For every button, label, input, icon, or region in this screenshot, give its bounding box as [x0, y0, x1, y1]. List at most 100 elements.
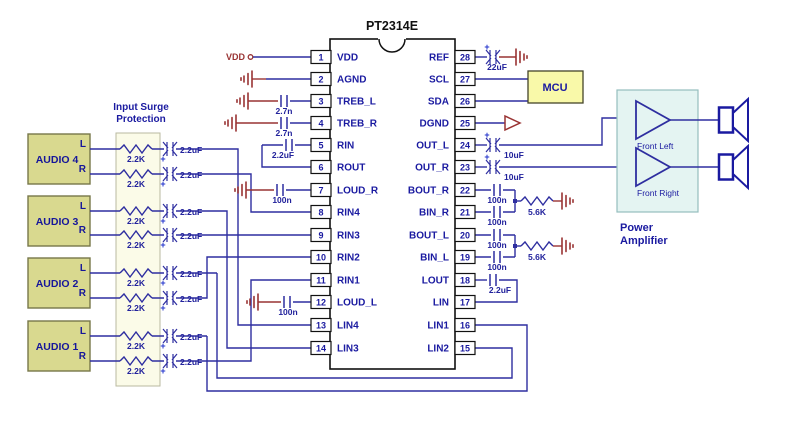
audio2-r: R: [79, 288, 87, 299]
left-pin-labels: VDD AGND TREB_L TREB_R RIN ROUT LOUD_R R…: [337, 53, 379, 355]
pin-label: LOUT: [422, 276, 449, 287]
cap-value: 22uF: [487, 62, 507, 72]
cap-value: 2.2uF: [180, 231, 202, 241]
surge-protection-zone: Input Surge Protection: [113, 102, 169, 387]
pin-number: 28: [460, 53, 470, 63]
audio2-label: AUDIO 2: [36, 278, 79, 290]
pin-label: BOUT_R: [408, 186, 450, 197]
cap-value: 100n: [272, 195, 291, 205]
resistor: [520, 241, 554, 251]
pin-number: 15: [460, 344, 470, 354]
cap-plus: +: [160, 366, 165, 376]
cap-plus: +: [484, 130, 489, 140]
wire: [90, 256, 311, 299]
cap-value: 2.7n: [275, 128, 292, 138]
resistor-value: 2.2K: [127, 240, 146, 250]
left-ic-components: VDD 2.7n 2.7n 2.2uF 100n 100n: [224, 52, 311, 317]
left-pin-boxes: [310, 49, 332, 356]
right-pin-numbers: 28 27 26 25 24 23 22 21 20 19 18 17 16 1…: [460, 53, 470, 354]
ground-icon: [246, 293, 259, 311]
audio3-box: [27, 195, 91, 247]
cap-plus: +: [484, 42, 489, 52]
ground-icon: [224, 114, 237, 132]
pin-number: 7: [318, 186, 323, 196]
wire: [90, 279, 311, 362]
pin-label: VDD: [337, 53, 358, 64]
cap-value: 2.2uF: [180, 145, 202, 155]
resistor-value: 2.2K: [127, 303, 146, 313]
audio3-label: AUDIO 3: [36, 216, 79, 228]
cap-value: 2.2uF: [180, 269, 202, 279]
pin-label: LOUD_L: [337, 298, 377, 309]
pin-number: 4: [318, 119, 323, 129]
audio1-box: [27, 320, 91, 372]
dgnd-icon: [504, 114, 522, 132]
resistor-value: 2.2K: [127, 216, 146, 226]
pin-number: 14: [316, 344, 326, 354]
pin-number: 8: [318, 208, 323, 218]
pin-label: BIN_L: [420, 253, 449, 264]
wire: [475, 78, 528, 102]
wire: [90, 210, 311, 349]
cap-plus: +: [160, 179, 165, 189]
pin-label: SDA: [428, 97, 449, 108]
pin-number: 25: [460, 119, 470, 129]
pin-label: LIN: [433, 298, 449, 309]
pin-number: 18: [460, 276, 470, 286]
pin-number: 5: [318, 141, 323, 151]
resistor: [520, 196, 554, 206]
pin-number: 9: [318, 231, 323, 241]
cap-value: 10uF: [504, 150, 524, 160]
pin-label: TREB_R: [337, 119, 378, 130]
speaker-icon: [717, 97, 750, 143]
ground-icon: [236, 92, 249, 110]
power-amplifier: Front Left Front Right Power Amplifier: [616, 89, 750, 247]
wire: [90, 148, 311, 326]
capacitor-icon: [485, 137, 501, 153]
resistor-value: 5.6K: [528, 207, 547, 217]
cap-plus: +: [160, 341, 165, 351]
ground-icon: [561, 192, 574, 210]
front-left-label: Front Left: [637, 141, 674, 151]
pin-label: REF: [429, 53, 449, 64]
vdd-terminal-icon: [247, 54, 254, 60]
pin-number: 1: [318, 53, 323, 63]
cap-value: 2.2uF: [180, 332, 202, 342]
ic-title: PT2314E: [366, 19, 418, 33]
pin-number: 27: [460, 75, 470, 85]
cap-value: 100n: [487, 195, 506, 205]
right-pin-labels: REF SCL SDA DGND OUT_L OUT_R BOUT_R BIN_…: [408, 53, 450, 355]
ground-icon: [561, 237, 574, 255]
surge-title-line2: Protection: [116, 114, 165, 125]
ground-icon: [515, 48, 528, 66]
amp-left-triangle-icon: [635, 99, 672, 141]
pin-label: LIN2: [427, 344, 449, 355]
pin-label: TREB_L: [337, 97, 376, 108]
surge-band: [115, 132, 161, 387]
audio1-l: L: [80, 326, 86, 337]
cap-value: 2.2uF: [180, 357, 202, 367]
pin-number: 10: [316, 253, 326, 263]
surge-title-line1: Input Surge: [113, 102, 169, 113]
pin-label: RIN4: [337, 208, 360, 219]
wire: [475, 189, 516, 213]
ic-body: [329, 38, 456, 370]
wire-lin1-loop: [206, 324, 528, 392]
resistor-value: 2.2K: [127, 154, 146, 164]
audio4-l: L: [80, 139, 86, 150]
left-pin-numbers: 1 2 3 4 5 6 7 8 9 10 11 12 13 14: [316, 53, 326, 354]
cap-plus: +: [160, 303, 165, 313]
pin-label: RIN1: [337, 276, 360, 287]
resistor-value: 5.6K: [528, 252, 547, 262]
pin-label: BIN_R: [419, 208, 450, 219]
pin-label: RIN2: [337, 253, 360, 264]
vdd-label: VDD: [226, 52, 246, 62]
audio2-l: L: [80, 263, 86, 274]
pin-label: OUT_L: [416, 141, 449, 152]
pin-number: 2: [318, 75, 323, 85]
input-component-values: 2.2K 2.2K 2.2K 2.2K 2.2K 2.2K 2.2K 2.2K …: [127, 145, 202, 376]
pin-label: ROUT: [337, 163, 365, 174]
ic-chip: PT2314E 1 2 3 4 5 6: [310, 19, 476, 370]
right-ic-components: + 22uF + 10uF + 10uF 100n 100n 5.6K: [475, 42, 636, 303]
